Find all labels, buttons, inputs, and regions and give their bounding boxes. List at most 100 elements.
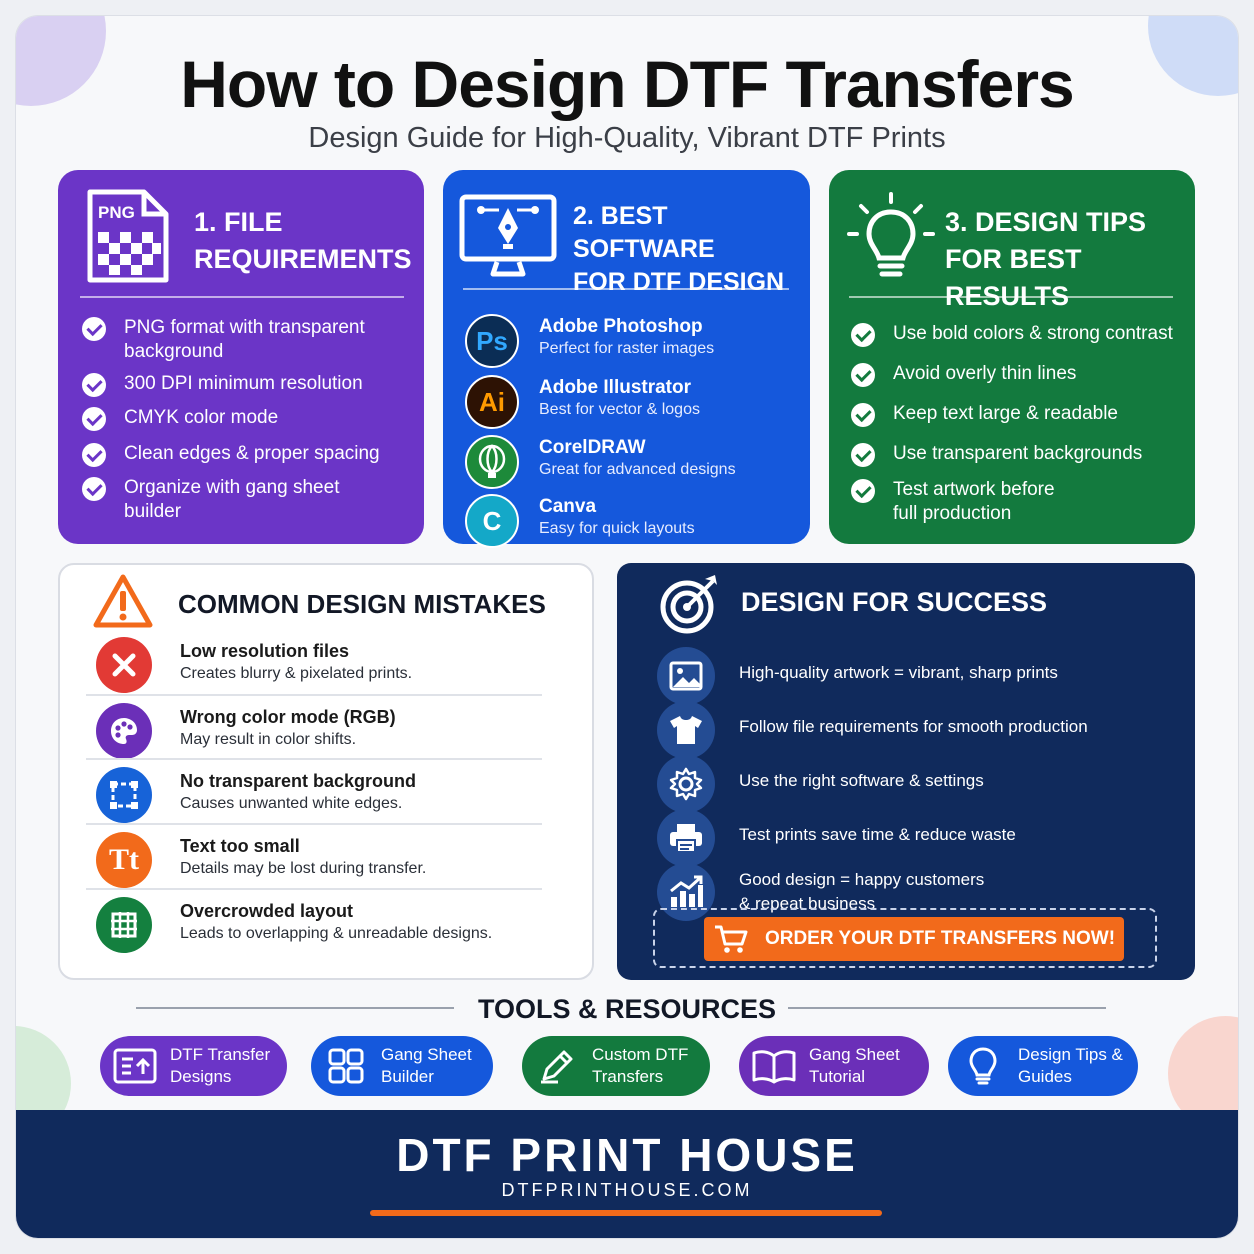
success-item: High-quality artwork = vibrant, sharp pr… [657,647,1177,705]
balloon-icon [478,444,506,478]
mistake-title: No transparent background [180,771,417,791]
check-icon [851,363,875,387]
order-now-button[interactable]: ORDER YOUR DTF TRANSFERS NOW! [704,917,1124,961]
tool-link-label-line: Builder [381,1067,434,1086]
mistake-desc: Details may be lost during transfer. [180,860,427,877]
divider [86,823,542,825]
checklist-item: Keep text large & readable [851,402,1181,427]
page-subtitle: Design Guide for High-Quality, Vibrant D… [308,122,946,154]
growth-chart-icon [657,863,715,921]
success-text-line: Test prints save time & reduce waste [739,825,1016,844]
tool-link-label-line: Custom DTF [592,1045,689,1064]
mistake-title: Overcrowded layout [180,901,354,921]
success-text-line: Follow file requirements for smooth prod… [739,717,1088,736]
png-label: PNG [98,203,135,222]
card-heading-line: 2. BEST SOFTWARE [573,202,715,263]
divider [463,288,789,290]
tool-link-label-line: Transfers [592,1067,664,1086]
check-icon [851,403,875,427]
tool-link-label-line: Gang Sheet [809,1045,900,1064]
mistake-item: Wrong color mode (RGB)May result in colo… [96,703,556,765]
tool-link-lightbulb[interactable]: Design Tips &Guides [948,1036,1138,1096]
software-logo-icon: Ps [465,314,519,368]
checklist-item: Use bold colors & strong contrast [851,322,1181,347]
footer: DTF PRINT HOUSE DTFPRINTHOUSE.COM [16,1110,1238,1238]
divider [86,888,542,890]
checklist-item-text: Clean edges & proper spacing [124,443,380,464]
palette-icon [96,703,152,759]
frame-icon [96,767,152,823]
software-logo-text: Ai [479,386,505,417]
book-icon [739,1048,809,1084]
checklist-item: CMYK color mode [82,406,412,431]
card-heading-line: FOR BEST RESULTS [945,244,1082,311]
software-desc: Best for vector & logos [539,401,700,418]
checklist-item: 300 DPI minimum resolution [82,372,412,397]
software-desc: Easy for quick layouts [539,520,695,537]
card-heading-line: FOR DTF DESIGN [573,268,785,296]
grid-builder-icon [311,1047,381,1085]
checklist-item-text: Avoid overly thin lines [893,363,1077,384]
warning-icon [93,574,153,628]
software-card: 2. BEST SOFTWARE FOR DTF DESIGN Ps Adobe … [443,170,810,548]
mistake-desc: Creates blurry & pixelated prints. [180,665,413,682]
checklist-item-text: Test artwork before [893,479,1055,500]
tools-heading: TOOLS & RESOURCES [477,994,777,1024]
brand-name: DTF PRINT HOUSE [396,1129,858,1181]
card-heading-line: 1. FILE [194,207,283,237]
file-requirements-card: PNG 1. FILE REQUIREMENTS PNG format with… [58,170,424,544]
software-logo-icon [465,435,519,489]
printer-icon [657,809,715,867]
success-heading: DESIGN FOR SUCCESS [741,587,1048,617]
website-link[interactable]: DTFPRINTHOUSE.COM [501,1180,753,1200]
software-name: Adobe Photoshop [539,316,703,337]
designs-icon [100,1048,170,1084]
text-size-icon: Tt [96,832,152,888]
tshirt-icon [657,701,715,759]
monitor-pen-icon [459,194,557,277]
success-item: Use the right software & settings [657,755,1177,813]
mistake-desc: Causes unwanted white edges. [180,795,403,812]
check-icon [851,479,875,503]
success-text: Test prints save time & reduce waste [739,823,1016,847]
tool-link-label-line: Gang Sheet [381,1045,472,1064]
software-name: CorelDRAW [539,437,646,458]
x-icon [96,637,152,693]
page-title: How to Design DTF Transfers [180,47,1074,121]
target-icon [660,575,717,634]
software-logo-text: Ps [476,325,508,356]
mistakes-heading: COMMON DESIGN MISTAKES [178,589,546,619]
divider [86,758,542,760]
check-icon [82,477,106,501]
check-icon [851,323,875,347]
software-desc: Great for advanced designs [539,461,736,478]
lightbulb-icon [948,1046,1018,1086]
mistake-desc: Leads to overlapping & unreadable design… [180,925,493,942]
check-icon [851,443,875,467]
grid-icon [96,897,152,953]
lightbulb-icon [847,192,935,277]
checklist-item-text: Use bold colors & strong contrast [893,323,1173,344]
software-item[interactable]: CorelDRAW Great for advanced designs [465,435,795,489]
checklist-item-text: 300 DPI minimum resolution [124,373,363,394]
tool-link-label: Design Tips &Guides [1018,1044,1123,1088]
software-logo-text: C [482,505,502,536]
divider [136,1007,454,1009]
cta-frame: ORDER YOUR DTF TRANSFERS NOW! [653,908,1157,968]
tool-link-pencil[interactable]: Custom DTF Transfers [522,1036,710,1096]
success-text-line: High-quality artwork = vibrant, sharp pr… [739,663,1058,682]
success-text: High-quality artwork = vibrant, sharp pr… [739,661,1058,685]
png-file-icon: PNG [87,189,169,283]
